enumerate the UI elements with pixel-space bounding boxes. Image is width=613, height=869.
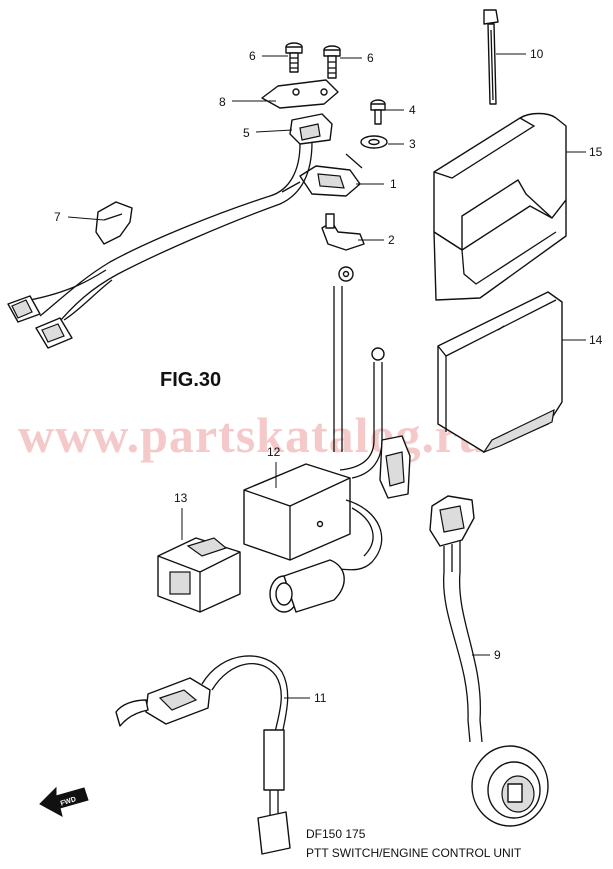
callout-10: 11 xyxy=(314,691,327,705)
cable-tie-part-11 xyxy=(483,9,499,105)
screw-part-4 xyxy=(370,99,386,125)
watermark-text: www.partskatalog.ru xyxy=(18,407,487,463)
callout-8: 8 xyxy=(219,95,226,109)
ecu-part-14 xyxy=(437,291,563,454)
model-label: DF150 175 xyxy=(306,827,366,841)
callout-5: 5 xyxy=(243,126,250,140)
bracket-part-8 xyxy=(261,79,339,109)
connector-left-2 xyxy=(35,317,73,349)
figure-title: FIG.30 xyxy=(160,369,221,391)
leader-lines xyxy=(67,53,586,699)
callout-2: 2 xyxy=(388,233,395,247)
figure-caption: PTT SWITCH/ENGINE CONTROL UNIT xyxy=(306,846,522,860)
callout-6-right: 6 xyxy=(367,51,374,65)
switch-harness-part-9 xyxy=(429,495,549,827)
ecu-cover-part-15 xyxy=(433,112,567,301)
callout-labels: 6 6 8 5 4 3 1 2 7 10 15 14 12 13 9 11 xyxy=(54,47,603,705)
washer-part-3 xyxy=(360,135,388,149)
connector-left-1 xyxy=(7,295,41,323)
callout-7: 7 xyxy=(54,210,61,224)
sensor-part-1 xyxy=(299,153,363,197)
forward-direction-icon: FWD xyxy=(39,786,89,817)
unit-box-part-12 xyxy=(243,463,351,561)
harness-part-12 xyxy=(333,266,411,499)
forward-direction-label: FWD xyxy=(60,796,77,808)
switch-part-5 xyxy=(289,113,333,145)
callout-11: 10 xyxy=(530,47,544,61)
lever-part-2 xyxy=(321,213,365,251)
callout-3: 3 xyxy=(409,137,416,151)
callout-15: 15 xyxy=(589,145,603,159)
callout-4: 4 xyxy=(409,103,416,117)
cap-connector-part-12 xyxy=(269,499,383,613)
callout-9: 9 xyxy=(494,648,501,662)
clip-part-7 xyxy=(95,201,133,245)
bolt-part-6b xyxy=(323,45,341,79)
callout-13: 13 xyxy=(174,491,188,505)
cover-box-part-13 xyxy=(157,537,241,613)
main-harness xyxy=(29,141,313,329)
ptt-harness-part-10 xyxy=(115,655,291,855)
bolt-part-6a xyxy=(285,42,303,73)
callout-12: 12 xyxy=(267,445,281,459)
callout-1: 1 xyxy=(390,177,397,191)
callout-6-left: 6 xyxy=(249,49,256,63)
callout-14: 14 xyxy=(589,333,603,347)
